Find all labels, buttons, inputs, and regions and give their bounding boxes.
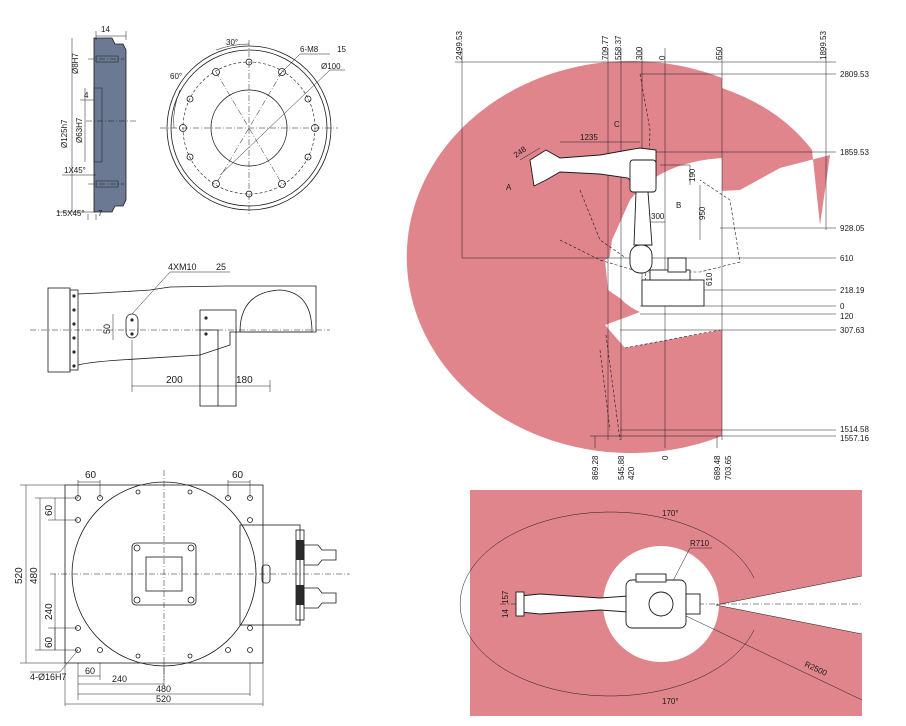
dim-bot-3: 0 xyxy=(661,455,670,460)
dim-d100: Ø100 xyxy=(321,62,341,71)
dim-d15: 15 xyxy=(337,45,346,54)
dim-a60: 60° xyxy=(170,72,182,81)
dim-top-0: 2499.53 xyxy=(455,31,464,60)
dim-l60a: 60 xyxy=(44,504,55,516)
dim-l520: 520 xyxy=(14,567,25,584)
dim-c15: 1.5X45° xyxy=(56,209,85,218)
dim-190: 190 xyxy=(688,168,697,182)
dim-right-7: 307.63 xyxy=(840,326,865,335)
dim-d25: 25 xyxy=(216,262,226,272)
work-envelope-side: 2499.53 709.77 558.37 300 0 650 1899.53 … xyxy=(406,31,869,480)
flange-section: 14 Ø8H7 4 Ø125h7 Ø63H7 1X45° 1.5X45° 7 xyxy=(56,25,136,220)
dim-bot-0: 869.28 xyxy=(591,455,600,480)
bolt-circle-view: 30° 60° 6-M8 15 Ø100 xyxy=(160,38,346,216)
dim-c1: 1X45° xyxy=(64,166,86,175)
dim-d200: 200 xyxy=(166,375,183,386)
label-a: A xyxy=(506,183,512,192)
label-c: C xyxy=(614,120,620,129)
dim-a170-top: 170° xyxy=(662,509,679,518)
dim-r710: R710 xyxy=(690,539,710,548)
dim-950: 950 xyxy=(698,206,707,220)
dim-1235: 1235 xyxy=(580,133,598,142)
dim-a30: 30° xyxy=(226,38,238,47)
dim-b520: 520 xyxy=(156,694,171,704)
dim-m8: 6-M8 xyxy=(300,45,319,54)
dim-top-1: 709.77 xyxy=(601,35,610,60)
base-plan-view: 60 60 520 480 60 240 60 4-Ø16H7 60 240 4… xyxy=(14,470,350,706)
dim-l60b: 60 xyxy=(44,636,55,648)
dim-right-2: 928.05 xyxy=(840,224,865,233)
dim-holes: 4-Ø16H7 xyxy=(30,672,67,682)
dim-right-9: 1557.16 xyxy=(840,434,869,443)
dim-right-6: 120 xyxy=(840,312,854,321)
dim-right-0: 2809.53 xyxy=(840,70,869,79)
dim-t60a: 60 xyxy=(85,470,97,481)
dim-b480: 480 xyxy=(156,684,171,694)
dim-b60: 60 xyxy=(85,666,95,676)
dim-bot-5: 703.65 xyxy=(724,455,733,480)
dim-bot-2: 420 xyxy=(627,466,636,480)
dim-d4: 4 xyxy=(84,91,89,100)
dim-d7: 7 xyxy=(98,209,103,218)
dim-w14: 14 xyxy=(101,25,110,34)
dim-right-5: 0 xyxy=(840,302,845,311)
dim-top-3: 300 xyxy=(635,46,644,60)
dim-d180: 180 xyxy=(236,375,253,386)
dim-top-2: 558.37 xyxy=(614,35,623,60)
dim-d157: 157 xyxy=(501,590,510,604)
dim-right-4: 218.19 xyxy=(840,286,865,295)
dim-a170-bot: 170° xyxy=(662,697,679,706)
dim-top-4: 0 xyxy=(658,55,667,60)
label-b: B xyxy=(676,201,681,210)
dim-d8h7: Ø8H7 xyxy=(71,53,80,74)
dim-top-5: 650 xyxy=(715,46,724,60)
dim-top-6: 1899.53 xyxy=(819,31,828,60)
dim-300: 300 xyxy=(651,212,665,221)
flange-body xyxy=(93,37,127,213)
dim-l240: 240 xyxy=(44,603,55,620)
robot-arm-top xyxy=(519,593,629,615)
arm-side-view: 4XM10 25 50 200 180 xyxy=(30,262,330,407)
dim-t60b: 60 xyxy=(232,470,244,481)
dim-b240: 240 xyxy=(112,674,127,684)
dim-l480: 480 xyxy=(29,567,40,584)
work-envelope-top: 170° R710 14 157 R2500 170° xyxy=(459,490,863,716)
dim-d50: 50 xyxy=(102,324,112,334)
dim-bot-1: 545.88 xyxy=(617,455,626,480)
dim-610: 610 xyxy=(705,272,714,286)
reach-zone-side xyxy=(406,60,830,454)
dim-d63: Ø63H7 xyxy=(75,117,84,143)
dim-right-8: 1514.58 xyxy=(840,425,869,434)
dim-right-3: 610 xyxy=(840,254,854,263)
dim-d14: 14 xyxy=(501,609,510,618)
dim-bot-4: 689.48 xyxy=(713,455,722,480)
dim-right-1: 1859.53 xyxy=(840,148,869,157)
dim-m10: 4XM10 xyxy=(168,262,197,272)
dim-d125: Ø125h7 xyxy=(60,119,69,148)
